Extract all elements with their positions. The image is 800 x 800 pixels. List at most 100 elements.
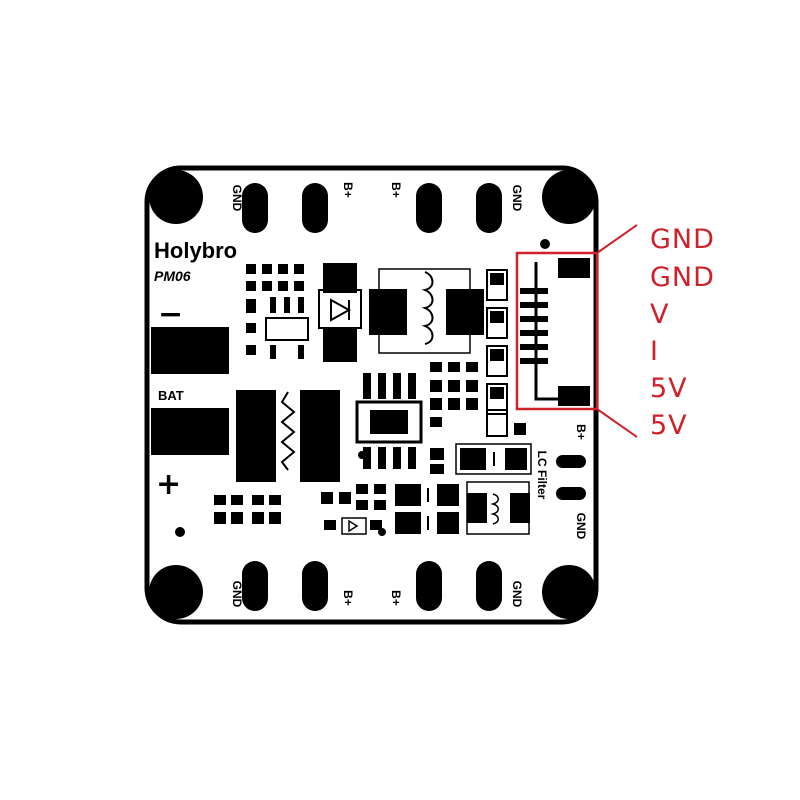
- pad-label-right: GND: [574, 513, 588, 540]
- connector-highlight-box: [515, 251, 599, 411]
- smd-pad: [448, 362, 460, 372]
- cap-pad: [514, 423, 526, 435]
- connector-pin-label: GND: [650, 224, 715, 255]
- diode-pad-bottom: [323, 329, 357, 362]
- connector-pin: [520, 288, 548, 294]
- mosfet-pin: [363, 373, 371, 399]
- mosfet-pin: [378, 373, 386, 399]
- mosfet-pin: [378, 447, 386, 469]
- smd-pad: [231, 512, 243, 524]
- cap-pad: [395, 484, 421, 506]
- fiducial-dot: [540, 239, 550, 249]
- cap-pad: [490, 311, 504, 323]
- pad-bottom-bplus-2: [416, 561, 442, 611]
- mosfet-pin: [408, 373, 416, 399]
- pad-bottom-gnd-2: [476, 561, 502, 611]
- cap-outline: [486, 269, 508, 301]
- smd-pad: [339, 492, 351, 504]
- smd-pad: [448, 380, 460, 392]
- lc-inductor-coil: [490, 493, 499, 525]
- connector-pin-label: I: [650, 336, 659, 367]
- cap-pad: [437, 512, 459, 534]
- pad-label-right: B+: [574, 424, 588, 440]
- pad-top-bplus-2: [416, 183, 442, 233]
- mount-hole-top-left: [149, 170, 203, 224]
- smd-pad: [214, 495, 226, 505]
- ic-pin: [284, 297, 290, 313]
- connector-pin-label: GND: [650, 262, 715, 293]
- resistor-symbol: [280, 391, 296, 471]
- diode-body: [318, 289, 362, 329]
- inductor-coil: [421, 271, 434, 345]
- mount-hole-bottom-left: [149, 565, 203, 619]
- smd-pad: [466, 398, 478, 410]
- pad-bottom-gnd-1: [242, 561, 268, 611]
- cap-pad: [490, 387, 504, 399]
- callout-line-bottom: [596, 408, 638, 438]
- ic-body: [265, 317, 309, 341]
- ic-pin: [270, 297, 276, 313]
- smd-pad: [430, 380, 442, 392]
- connector-pin-label: 5V: [650, 373, 688, 404]
- bat-pad-positive: [151, 408, 229, 455]
- smd-pad: [356, 500, 368, 510]
- smd-pad: [214, 512, 226, 524]
- cap-pad: [505, 448, 527, 470]
- pad-top-bplus-1: [302, 183, 328, 233]
- connector-anchor-bottom: [558, 386, 590, 406]
- smd-pad: [246, 323, 256, 333]
- smd-pad: [246, 345, 256, 355]
- pad-label-top: GND: [230, 185, 244, 212]
- inductor-pad-left: [369, 289, 407, 335]
- smd-pad: [374, 500, 386, 510]
- mosfet-body: [355, 400, 423, 444]
- pad-top-gnd-2: [476, 183, 502, 233]
- ic-pin: [270, 345, 276, 359]
- diode-symbol: [330, 298, 352, 322]
- pad-top-gnd-1: [242, 183, 268, 233]
- board-outline: [144, 165, 599, 625]
- pad-right-gnd: [556, 487, 586, 500]
- shunt-block-left: [236, 390, 276, 482]
- smd-pad: [262, 264, 272, 274]
- led-body: [341, 517, 367, 535]
- connector-pin-label: 5V: [650, 410, 688, 441]
- smd-pad: [231, 495, 243, 505]
- smd-pad: [269, 512, 281, 524]
- diode-pad-top: [323, 263, 357, 293]
- smd-pad: [278, 264, 288, 274]
- led-symbol: [348, 519, 359, 533]
- connector-pin: [520, 344, 548, 350]
- smd-pad: [370, 520, 382, 530]
- inductor-pad-right: [446, 289, 484, 335]
- cap-outline: [486, 383, 508, 415]
- smd-pad: [466, 362, 478, 372]
- fiducial-dot: [175, 527, 185, 537]
- ic-pin: [298, 345, 304, 359]
- pad-right-bplus: [556, 455, 586, 468]
- pad-label-top: B+: [341, 182, 355, 198]
- plus-sign: +: [156, 467, 181, 502]
- cap-outline: [455, 443, 532, 475]
- callout-line-top: [596, 224, 638, 254]
- smd-pad: [430, 417, 442, 427]
- bat-pad-negative: [151, 327, 229, 374]
- smd-pad: [294, 264, 304, 274]
- smd-pad: [324, 520, 336, 530]
- smd-pad: [374, 484, 386, 494]
- model-label: PM06: [154, 268, 191, 284]
- mosfet-pin: [408, 447, 416, 469]
- smd-pad: [430, 398, 442, 410]
- lc-inductor-pad-right: [510, 493, 530, 523]
- mosfet-pin: [363, 447, 371, 469]
- pad-label-bottom: B+: [341, 590, 355, 606]
- ic-pin: [298, 297, 304, 313]
- smd-pad: [448, 398, 460, 410]
- cap-pad: [490, 349, 504, 361]
- connector-pin: [520, 358, 548, 364]
- smd-pad: [430, 448, 444, 460]
- pad-bottom-bplus-1: [302, 561, 328, 611]
- cap-pad: [437, 484, 459, 506]
- smd-pad: [321, 492, 333, 504]
